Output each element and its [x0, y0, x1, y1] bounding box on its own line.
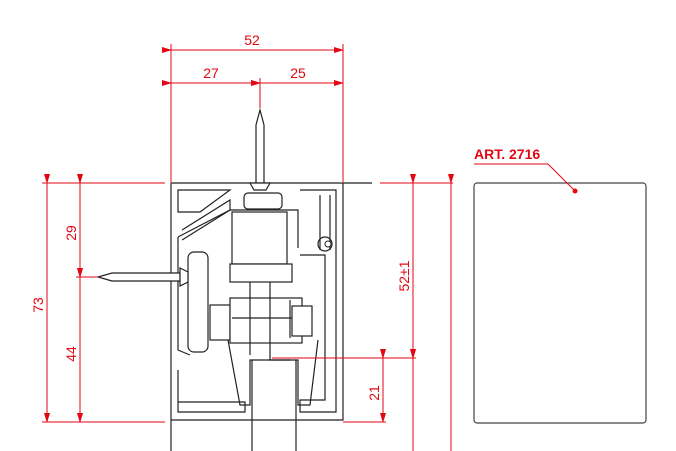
dimension-offsets: 27 25 — [162, 65, 344, 108]
dim-total-height: 73 — [30, 297, 46, 313]
dim-total-width: 52 — [244, 32, 260, 48]
dim-track-height: 52±1 — [396, 260, 412, 291]
dim-lower-height: 44 — [63, 346, 79, 362]
top-pin — [248, 107, 272, 191]
dim-left-offset: 27 — [203, 65, 219, 81]
profile-section — [170, 182, 344, 451]
article-callout: ART. 2716 — [473, 146, 647, 424]
article-panel — [473, 182, 647, 424]
side-pin — [95, 267, 189, 287]
article-label: ART. 2716 — [474, 146, 540, 162]
dim-bottom-height: 21 — [366, 385, 382, 401]
dimension-heights-left: 73 29 44 — [30, 174, 165, 423]
dimension-heights-right: 52±1 21 — [272, 174, 454, 451]
dim-upper-height: 29 — [63, 225, 79, 241]
dimension-width: 52 — [162, 32, 344, 182]
dim-right-offset: 25 — [290, 65, 306, 81]
leader-dot — [572, 188, 578, 194]
